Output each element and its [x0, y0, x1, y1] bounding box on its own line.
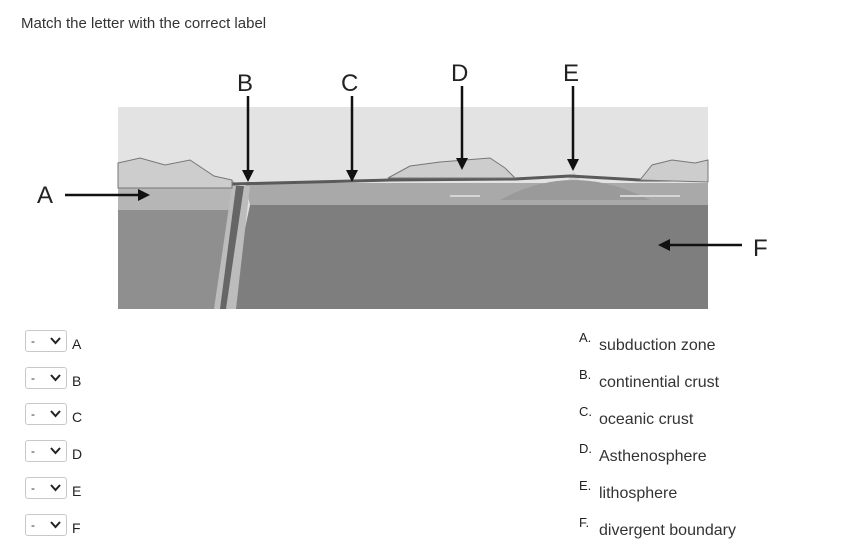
dropdown-value: - — [31, 481, 35, 495]
diagram-label-a: A — [37, 182, 53, 209]
option-f: F. divergent boundary — [579, 515, 736, 540]
option-key: E. — [579, 478, 592, 493]
option-key: D. — [579, 441, 592, 456]
option-text: oceanic crust — [599, 411, 694, 428]
row-letter: B — [72, 373, 82, 389]
row-letter: D — [72, 446, 83, 462]
option-text: Asthenosphere — [599, 448, 707, 465]
answer-dropdown-a[interactable]: - — [25, 330, 67, 352]
dropdown-value: - — [31, 407, 35, 421]
option-text: lithosphere — [599, 485, 678, 502]
answer-dropdown-d[interactable]: - — [25, 440, 67, 462]
option-c: C. oceanic crust — [579, 404, 693, 429]
diagram-label-c: C — [341, 70, 358, 97]
chevron-down-icon — [50, 410, 61, 418]
match-row-b: - B — [25, 367, 81, 389]
answer-dropdown-e[interactable]: - — [25, 477, 67, 499]
dropdown-value: - — [31, 518, 35, 532]
chevron-down-icon — [50, 337, 61, 345]
option-d: D. Asthenosphere — [579, 441, 707, 466]
row-letter: F — [72, 520, 81, 536]
option-text: subduction zone — [599, 337, 716, 354]
dropdown-value: - — [31, 334, 35, 348]
chevron-down-icon — [50, 374, 61, 382]
match-row-d: - D — [25, 440, 82, 462]
question-text: Match the letter with the correct label — [21, 15, 267, 32]
row-letter: E — [72, 483, 82, 499]
match-row-e: - E — [25, 477, 81, 499]
answer-dropdown-c[interactable]: - — [25, 403, 67, 425]
option-key: F. — [579, 515, 590, 530]
chevron-down-icon — [50, 484, 61, 492]
answer-dropdown-f[interactable]: - — [25, 514, 67, 536]
diagram-label-b: B — [237, 70, 253, 97]
diagram-label-e: E — [563, 60, 579, 87]
option-text: continential crust — [599, 374, 720, 391]
plate-tectonics-diagram: A B C D E F — [37, 60, 768, 309]
option-e: E. lithosphere — [579, 478, 677, 503]
chevron-down-icon — [50, 447, 61, 455]
diagram-label-f: F — [753, 235, 768, 262]
option-key: C. — [579, 404, 592, 419]
match-row-c: - C — [25, 403, 82, 425]
row-letter: A — [72, 336, 82, 352]
option-key: B. — [579, 367, 592, 382]
option-b: B. continential crust — [579, 367, 719, 392]
dropdown-value: - — [31, 371, 35, 385]
option-a: A. subduction zone — [579, 330, 716, 355]
option-text: divergent boundary — [599, 522, 736, 539]
match-row-a: - A — [25, 330, 81, 352]
match-row-f: - F — [25, 514, 81, 536]
answer-dropdown-b[interactable]: - — [25, 367, 67, 389]
chevron-down-icon — [50, 521, 61, 529]
row-letter: C — [72, 409, 83, 425]
option-key: A. — [579, 330, 592, 345]
diagram-label-d: D — [451, 60, 468, 87]
dropdown-value: - — [31, 444, 35, 458]
